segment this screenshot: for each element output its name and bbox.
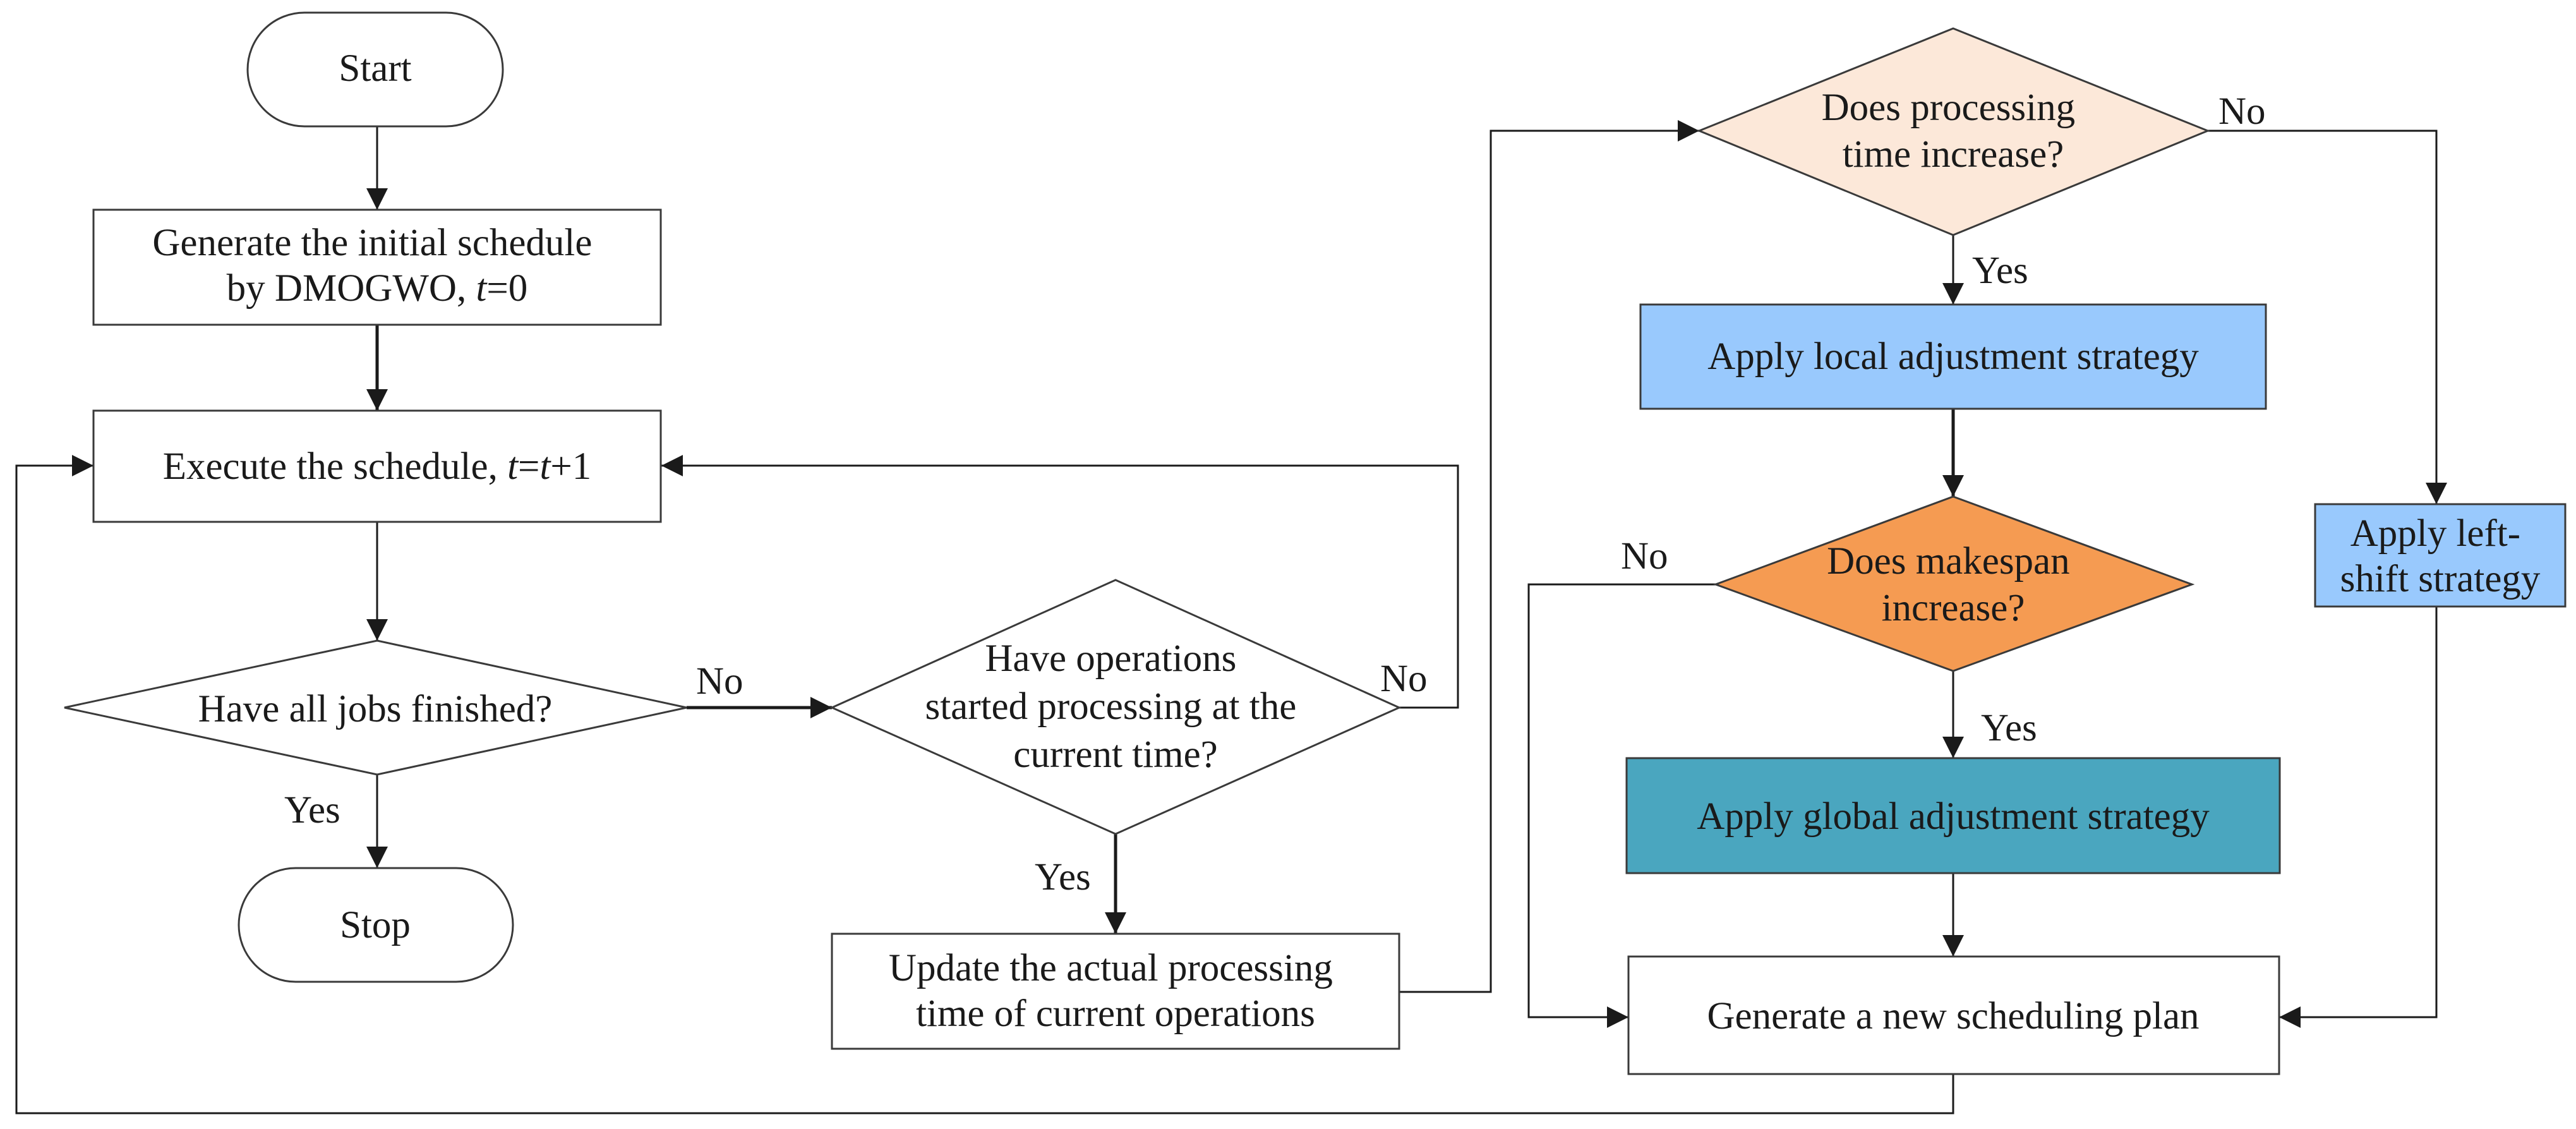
execute-var-t2: t — [539, 445, 551, 488]
execute-var-t1: t — [507, 445, 519, 488]
label-proc-yes: Yes — [1972, 250, 2028, 292]
generate-initial-line2-prefix: by DMOGWO, — [227, 267, 476, 310]
global-adjustment-label: Apply global adjustment strategy — [1697, 795, 2210, 838]
edge-makespan-no-to-newplan — [1527, 583, 1716, 1028]
edge-labels: Yes No Yes No Yes No Yes No — [284, 90, 2266, 898]
edge-leftshift-to-newplan — [2279, 607, 2438, 1028]
nodes: Start Generate the initial schedule by D… — [64, 11, 2567, 1075]
start-terminal — [246, 11, 504, 128]
left-shift-line2: shift strategy — [2340, 558, 2541, 600]
makespan-line2: increase? — [1882, 587, 2025, 629]
left-shift-line1: Apply left- — [2350, 512, 2520, 555]
stop-terminal — [238, 867, 514, 983]
edges — [15, 120, 2447, 1114]
ops-started-decision — [829, 579, 1402, 835]
generate-initial-var-t: t — [476, 267, 488, 310]
local-adjustment-label: Apply local adjustment strategy — [1707, 335, 2199, 378]
execute-eq: = — [518, 445, 539, 488]
edge-update-to-proc-check — [1399, 120, 1699, 993]
label-finished-yes: Yes — [284, 789, 340, 831]
label-ops-no: No — [1380, 658, 1428, 700]
generate-initial-line2: by DMOGWO, t=0 — [227, 267, 528, 310]
makespan-increase-decision — [1712, 495, 2195, 672]
local-adjustment-box — [1639, 303, 2267, 410]
global-adjustment-box — [1625, 757, 2281, 874]
processing-time-increase-label: Does processing time increase? — [1822, 87, 2085, 176]
left-shift-box — [2314, 503, 2567, 608]
makespan-line1: Does makespan — [1827, 540, 2070, 583]
execute-prefix: Execute the schedule, — [163, 445, 507, 488]
edge-proc-no-to-leftshift — [2208, 130, 2447, 504]
generate-initial-line2-suffix: =0 — [486, 267, 527, 310]
proc-line1: Does processing — [1822, 87, 2076, 129]
update-processing-time-label: Update the actual processing time of cur… — [889, 947, 1342, 1035]
makespan-increase-label: Does makespan increase? — [1827, 540, 2079, 629]
update-line2: time of current operations — [916, 993, 1315, 1035]
execute-schedule-box — [92, 409, 662, 523]
generate-initial-schedule-box — [92, 208, 662, 326]
execute-schedule-label: Execute the schedule, t=t+1 — [163, 445, 592, 488]
update-line1: Update the actual processing — [889, 947, 1333, 989]
ops-started-line1: Have operations — [985, 637, 1236, 680]
generate-initial-schedule-label: Generate the initial schedule by DMOGWO,… — [152, 222, 601, 310]
all-jobs-finished-label: Have all jobs finished? — [198, 688, 553, 730]
new-scheduling-plan-box — [1627, 955, 2280, 1075]
edge-newplan-to-execute-loop — [15, 455, 1954, 1114]
stop-label: Stop — [340, 904, 411, 946]
start-label: Start — [339, 47, 411, 90]
left-shift-label: Apply left- shift strategy — [2340, 512, 2541, 600]
update-processing-time-box — [831, 933, 1400, 1050]
ops-started-label: Have operations started processing at th… — [925, 637, 1306, 776]
processing-time-increase-decision — [1697, 27, 2210, 236]
ops-started-line3: current time? — [1013, 734, 1217, 776]
edge-ops-no-to-execute — [661, 455, 1459, 709]
execute-suffix: +1 — [550, 445, 591, 488]
label-finished-no: No — [696, 660, 743, 703]
all-jobs-finished-decision — [64, 639, 687, 776]
ops-started-line2: started processing at the — [925, 685, 1296, 728]
label-makespan-no: No — [1621, 535, 1668, 577]
label-ops-yes: Yes — [1035, 856, 1091, 898]
generate-initial-line1: Generate the initial schedule — [152, 222, 592, 264]
proc-line2: time increase? — [1843, 133, 2064, 176]
label-makespan-yes: Yes — [1981, 707, 2037, 749]
new-scheduling-plan-label: Generate a new scheduling plan — [1707, 995, 2199, 1037]
label-proc-no: No — [2218, 90, 2266, 133]
